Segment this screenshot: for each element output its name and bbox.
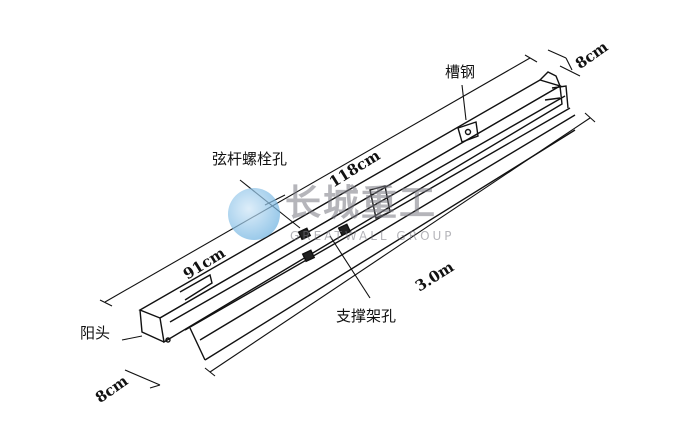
watermark-logo-icon — [228, 188, 280, 240]
watermark-text-cn: 长城重工 — [285, 183, 438, 224]
beam-body — [138, 71, 576, 361]
watermark-text-en: GREATWALL GROUP — [290, 229, 455, 243]
label-chord-bolt-hole: 弦杆螺栓孔 — [212, 150, 288, 168]
label-channel-steel: 槽钢 — [445, 63, 476, 81]
label-male-end: 阳头 — [80, 324, 111, 342]
holes — [297, 223, 352, 263]
label-support-frame-hole: 支撑架孔 — [336, 307, 397, 325]
